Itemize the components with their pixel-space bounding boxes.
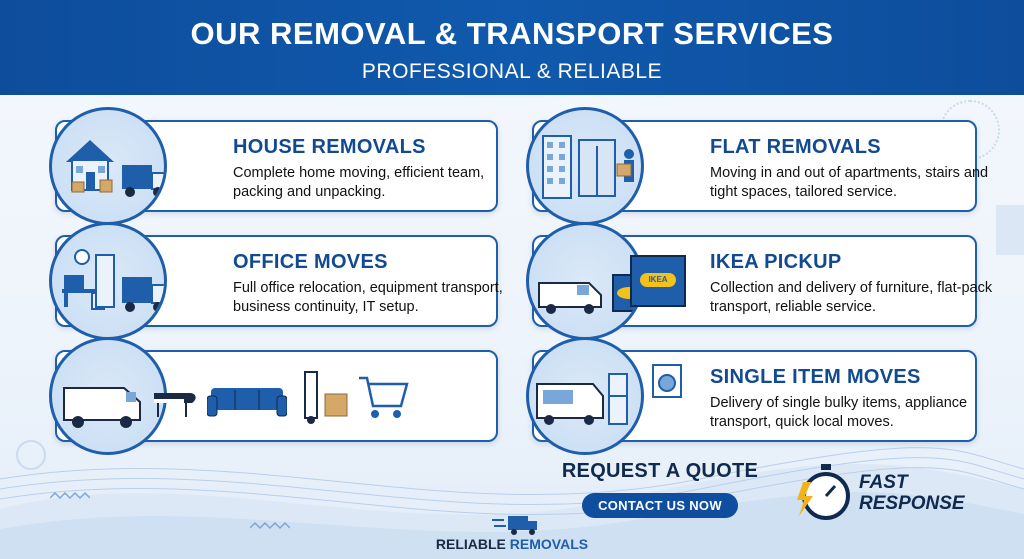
contact-us-button[interactable]: CONTACT US NOW xyxy=(582,493,738,518)
brand-name-part1: RELIABLE xyxy=(435,536,506,552)
service-description: Full office relocation, equipment transp… xyxy=(233,280,503,315)
service-title: HOUSE REMOVALS xyxy=(233,136,426,158)
service-title: FLAT REMOVALS xyxy=(710,136,881,158)
service-title: IKEA PICKUP xyxy=(710,251,842,273)
brand-name-part2: REMOVALS xyxy=(509,536,589,552)
service-title: OFFICE MOVES xyxy=(233,251,388,273)
quote-section: REQUEST A QUOTE CONTACT US NOW xyxy=(540,460,780,518)
fast-response-badge: FAST RESPONSE xyxy=(795,462,995,522)
ikea-logo-label: IKEA xyxy=(640,273,676,287)
header-banner: OUR REMOVAL & TRANSPORT SERVICES PROFESS… xyxy=(0,0,1024,95)
service-card-flat-removals[interactable]: FLAT REMOVALS Moving in and out of apart… xyxy=(526,107,988,225)
van-icon xyxy=(49,337,167,455)
fast-response-text: FAST RESPONSE xyxy=(859,472,965,514)
hand-truck-icon xyxy=(304,371,348,424)
page-title: OUR REMOVAL & TRANSPORT SERVICES xyxy=(190,16,834,51)
fast-response-line2: RESPONSE xyxy=(859,493,965,514)
decor-square xyxy=(996,205,1024,255)
service-description: Complete home moving, efficient team, pa… xyxy=(233,165,485,200)
service-description: Collection and delivery of furniture, fl… xyxy=(710,280,993,315)
service-description: Moving in and out of apartments, stairs … xyxy=(710,165,989,200)
service-title: SINGLE ITEM MOVES xyxy=(710,366,921,388)
brand-name: RELIABLE REMOVALS xyxy=(0,536,1024,552)
service-card-single-item-moves[interactable]: SINGLE ITEM MOVES Delivery of single bul… xyxy=(526,337,977,455)
office-truck-icon xyxy=(49,222,167,340)
decor-zigzag xyxy=(250,521,290,530)
moving-truck-logo-icon xyxy=(492,516,537,535)
service-card-items[interactable] xyxy=(49,337,498,455)
shopping-cart-icon xyxy=(359,376,409,418)
washing-machine-icon xyxy=(652,364,682,398)
fast-response-line1: FAST xyxy=(859,472,908,493)
service-card-office-moves[interactable]: OFFICE MOVES Full office relocation, equ… xyxy=(49,222,503,340)
house-truck-icon xyxy=(49,107,167,225)
service-card-ikea-pickup[interactable]: IKEA IKEA PICKUP Collection and delivery… xyxy=(526,222,992,340)
piano-icon xyxy=(154,393,196,417)
sofa-icon xyxy=(207,388,287,417)
quote-heading: REQUEST A QUOTE xyxy=(561,460,759,482)
service-card-house-removals[interactable]: HOUSE REMOVALS Complete home moving, eff… xyxy=(49,107,498,225)
page-subtitle: PROFESSIONAL & RELIABLE xyxy=(361,60,663,83)
apartment-elevator-icon xyxy=(526,107,644,225)
van-flatpack-icon xyxy=(526,222,644,340)
decor-circle xyxy=(16,440,46,470)
service-description: Delivery of single bulky items, applianc… xyxy=(710,395,968,430)
stopwatch-icon xyxy=(797,464,850,520)
van-appliance-icon xyxy=(526,337,644,455)
decor-zigzag xyxy=(50,491,90,500)
